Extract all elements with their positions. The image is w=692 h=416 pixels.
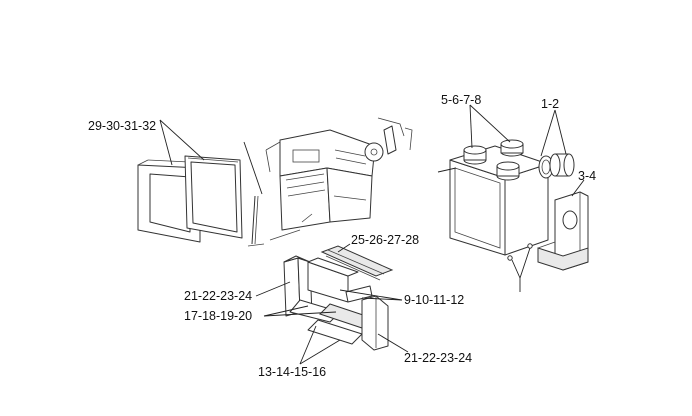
fan-disc (364, 142, 384, 162)
label-hot-air-outlets: 5-6-7-8 (441, 93, 481, 107)
leader-lines (159, 104, 585, 365)
label-side-panel: 3-4 (578, 169, 596, 183)
firebox-body (243, 117, 413, 247)
label-rear-refractory: 9-10-11-12 (404, 293, 464, 307)
label-base-refractory-bottom: 13-14-15-16 (258, 365, 326, 379)
right-side-brick (361, 295, 389, 351)
side-panel-base (537, 247, 589, 271)
label-base-refractory-front: 17-18-19-20 (184, 309, 252, 323)
outer-housing (437, 139, 549, 261)
part-labels: 29-30-31-32 5-6-7-8 1-2 3-4 25-26-27-28 … (88, 93, 596, 379)
collar-assembly (538, 153, 575, 179)
top-baffle (320, 245, 394, 277)
refractory-set (283, 245, 394, 351)
label-glass-frame: 29-30-31-32 (88, 119, 156, 133)
collar-tube (549, 153, 561, 177)
label-top-baffle: 25-26-27-28 (351, 233, 419, 247)
label-side-refractory-left: 21-22-23-24 (184, 289, 252, 303)
label-side-refractory-right: 21-22-23-24 (404, 351, 472, 365)
glass-pane (190, 161, 238, 233)
bracket-part (383, 125, 397, 155)
side-panel-hole (562, 210, 578, 230)
label-collars: 1-2 (541, 97, 559, 111)
front-frame-window (149, 173, 191, 233)
front-glass-frame-assembly (137, 155, 243, 243)
firebox-side (326, 167, 373, 223)
base-brick-bottom (307, 319, 363, 345)
side-panel-assembly (537, 191, 589, 271)
